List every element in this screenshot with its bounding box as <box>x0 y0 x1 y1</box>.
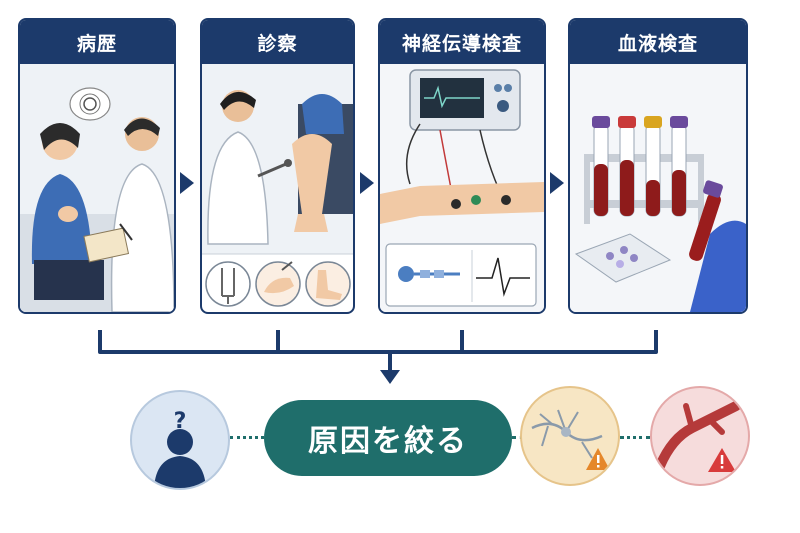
flow-arrow-2 <box>360 172 374 194</box>
step-ncs-title: 神経伝導検査 <box>380 20 544 64</box>
step-exam-panel: 診察 <box>200 18 355 314</box>
step-blood-title: 血液検査 <box>570 20 746 64</box>
flow-arrow-3 <box>550 172 564 194</box>
nerve-cause-circle <box>520 386 620 486</box>
step-blood-panel: 血液検査 <box>568 18 748 314</box>
step-ncs-panel: 神経伝導検査 <box>378 18 546 314</box>
step-history-title: 病歴 <box>20 20 174 64</box>
ncs-illustration <box>380 64 544 312</box>
step-history-panel: 病歴 <box>18 18 176 314</box>
blood-illustration <box>570 64 746 312</box>
exam-illustration <box>202 64 353 312</box>
unknown-cause-circle: ? <box>130 390 230 490</box>
flow-arrow-1 <box>180 172 194 194</box>
nerve-warning-icon <box>531 409 610 470</box>
question-person-icon: ? <box>154 409 206 488</box>
narrow-cause-label: 原因を絞る <box>264 400 512 476</box>
svg-text:?: ? <box>174 409 187 434</box>
connector-right-1 <box>512 436 524 439</box>
vessel-warning-icon <box>655 401 741 472</box>
vessel-cause-circle <box>650 386 750 486</box>
step-exam-title: 診察 <box>202 20 353 64</box>
connector-left <box>230 436 264 439</box>
connector-right-2 <box>620 436 650 439</box>
history-illustration <box>20 64 174 312</box>
